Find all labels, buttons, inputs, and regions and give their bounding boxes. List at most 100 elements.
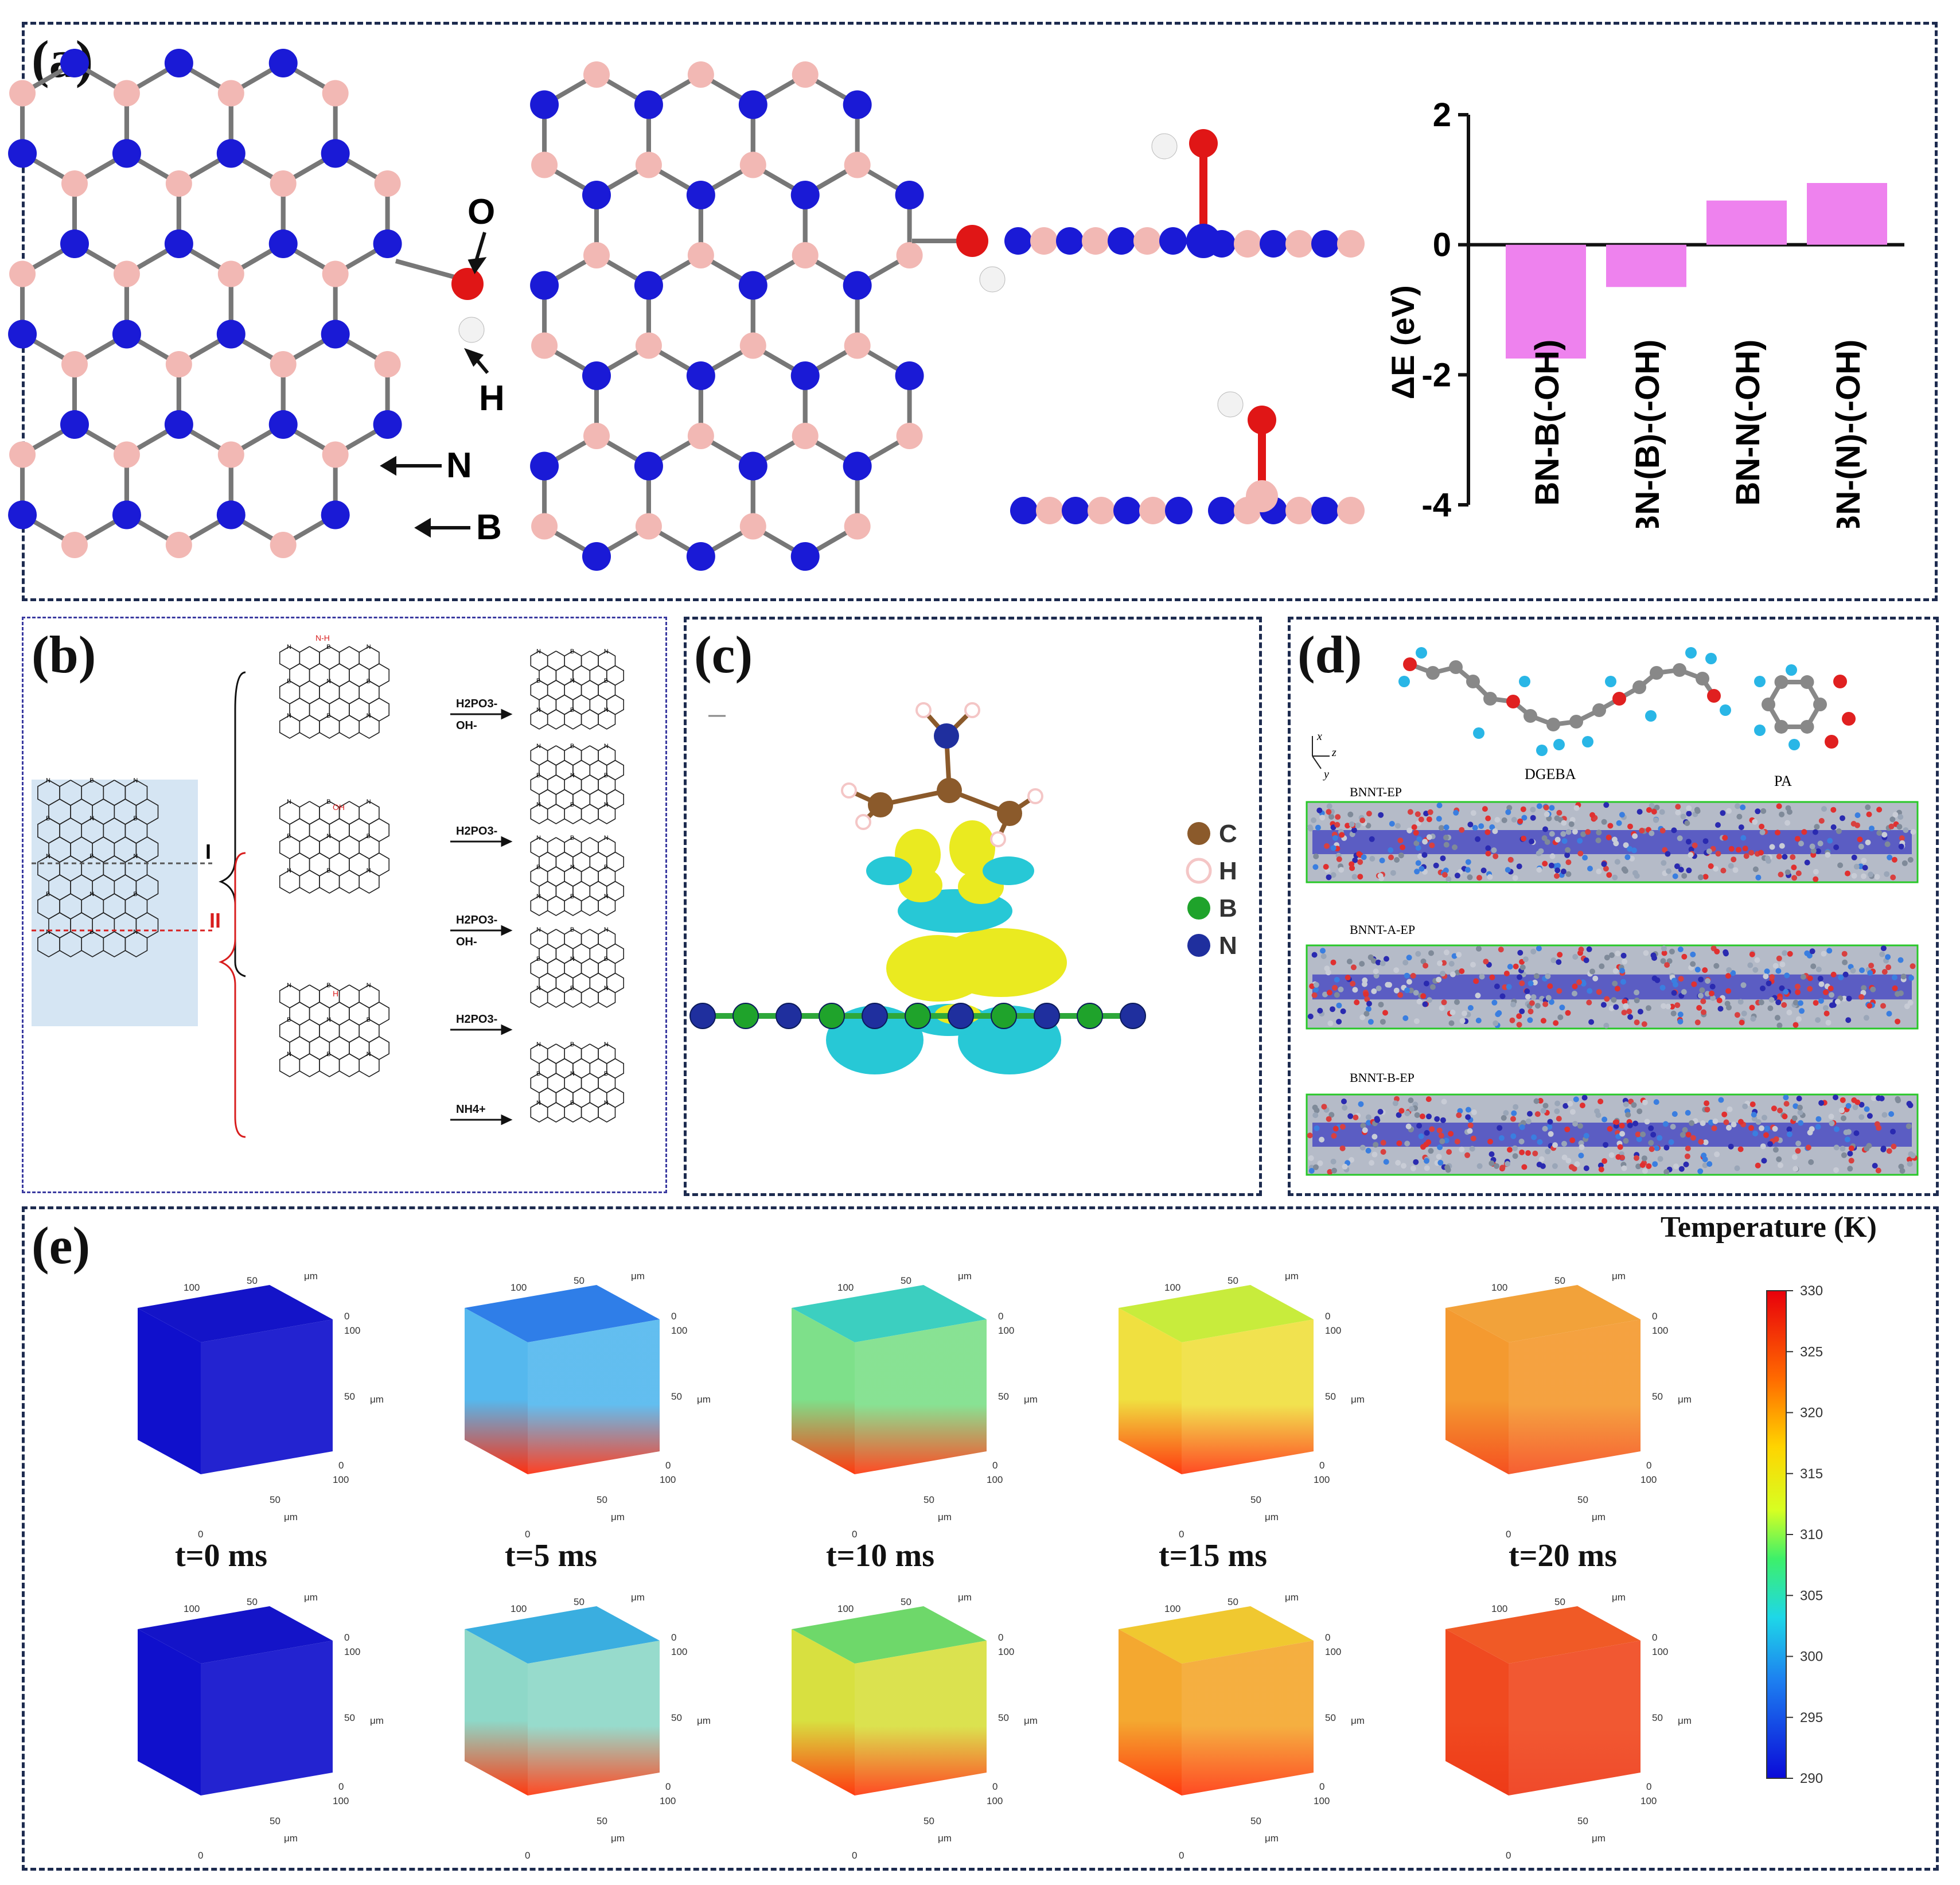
epoxy-atom — [1691, 981, 1697, 987]
axis-unit-label: μm — [938, 1512, 952, 1522]
epoxy-atom — [1818, 1100, 1825, 1106]
delta-e-bar-chart: 20-2-4ΔE (eV)BN-B(-OH)BN-(B)-(-OH)BN-N(-… — [1385, 96, 1904, 528]
hydrogen-atom — [1473, 727, 1484, 739]
epoxy-atom — [1641, 1021, 1647, 1027]
epoxy-atom — [1323, 864, 1329, 870]
epoxy-atom — [1910, 829, 1916, 835]
epoxy-atom — [1686, 805, 1692, 811]
epoxy-atom — [1548, 1131, 1554, 1137]
epoxy-atom — [1436, 816, 1442, 822]
atom — [1673, 663, 1686, 677]
axis-unit-label: μm — [631, 1592, 645, 1603]
epoxy-atom — [1726, 1124, 1732, 1131]
boron-atom — [1030, 227, 1058, 255]
epoxy-atom — [1758, 999, 1764, 1006]
legend-label: N — [1219, 932, 1237, 960]
epoxy-atom — [1420, 958, 1427, 964]
epoxy-atom — [1797, 1104, 1803, 1111]
atom-letter: B — [604, 864, 608, 871]
hydrogen-atom — [1553, 739, 1565, 750]
epoxy-atom — [1560, 831, 1567, 837]
epoxy-atom — [1465, 1107, 1471, 1113]
hex-ring — [359, 870, 380, 894]
epoxy-atom — [1352, 987, 1358, 993]
epoxy-atom — [1506, 984, 1512, 990]
nitrogen-atom — [843, 271, 872, 300]
epoxy-atom — [1701, 1009, 1706, 1015]
epoxy-atom — [1851, 854, 1857, 860]
epoxy-atom — [1542, 1103, 1549, 1109]
epoxy-atom — [1404, 1110, 1410, 1116]
nitrogen-atom — [948, 1003, 974, 1029]
epoxy-atom — [1414, 1112, 1420, 1118]
epoxy-atom — [1389, 821, 1395, 827]
label-H: H — [479, 379, 505, 418]
atom-letter: B — [326, 867, 330, 874]
axis-x: x — [1316, 730, 1322, 743]
hex-ring — [299, 1019, 320, 1043]
epoxy-atom — [1352, 857, 1358, 863]
epoxy-atom — [1818, 998, 1824, 1004]
epoxy-atom — [1556, 809, 1562, 816]
charge-density-isosurfaces — [826, 820, 1067, 1074]
boron-atom — [1234, 230, 1261, 258]
epoxy-atom — [1815, 848, 1821, 854]
axis-tick-label: 50 — [597, 1816, 607, 1826]
panel-d-label: (d) — [1297, 625, 1362, 684]
legend-label: H — [1219, 857, 1237, 885]
adsorbed-molecule — [841, 702, 1043, 847]
axis-tick-label: 100 — [660, 1796, 676, 1806]
epoxy-atom — [1783, 988, 1789, 995]
atom-letter: N — [326, 678, 331, 685]
epoxy-atom — [1734, 1165, 1740, 1171]
atom-letter: B — [326, 712, 330, 719]
epoxy-atom — [1561, 820, 1567, 826]
epoxy-atom — [1654, 1145, 1660, 1151]
epoxy-atom — [1641, 1155, 1647, 1162]
atom-letter: N — [536, 801, 541, 808]
carbon-atom — [868, 792, 893, 817]
epoxy-atom — [1371, 1151, 1378, 1158]
hydrogen-atom — [1217, 391, 1244, 418]
cube-left-face — [465, 1308, 528, 1474]
epoxy-atom — [1836, 828, 1842, 834]
atom-letter: B — [570, 926, 574, 933]
epoxy-atom — [1841, 1115, 1846, 1121]
epoxy-atom — [1395, 1160, 1401, 1166]
epoxy-atom — [1624, 854, 1631, 860]
cube-right-face — [201, 1319, 333, 1474]
epoxy-atom — [1422, 839, 1428, 845]
panel-c — [684, 617, 1262, 1196]
epoxy-atom — [1848, 1145, 1854, 1151]
epoxy-atom — [1766, 980, 1772, 987]
hydrogen-atom — [1027, 788, 1043, 804]
axis-tick-label: 50 — [1325, 1391, 1336, 1402]
epoxy-atom — [1786, 1010, 1793, 1015]
epoxy-atom — [1540, 1018, 1546, 1024]
axis-tick-label: 50 — [998, 1391, 1009, 1402]
boron-atom — [270, 170, 297, 197]
epoxy-atom — [1510, 1002, 1517, 1008]
epoxy-atom — [1784, 820, 1791, 826]
epoxy-atom — [1472, 825, 1478, 831]
epoxy-atom — [1418, 816, 1424, 823]
epoxy-atom — [1684, 820, 1690, 826]
epoxy-atom — [1441, 872, 1448, 878]
epoxy-atom — [1887, 854, 1893, 860]
axis-unit-label: μm — [1351, 1394, 1365, 1405]
cube-top-face — [1445, 1285, 1641, 1342]
epoxy-atom — [1556, 959, 1562, 965]
epoxy-atom — [1721, 1111, 1728, 1117]
epoxy-atom — [1332, 1125, 1339, 1132]
label-B: B — [476, 508, 502, 547]
panel-e — [22, 1206, 1939, 1871]
epoxy-atom — [1864, 1106, 1870, 1112]
epoxy-atom — [1465, 859, 1471, 865]
epoxy-atom — [1554, 836, 1561, 843]
epoxy-atom — [1409, 1106, 1415, 1112]
epoxy-atom — [1897, 957, 1904, 963]
atom-letter: N — [570, 1070, 575, 1077]
atom-letter: N — [604, 648, 609, 655]
epoxy-atom — [1666, 868, 1672, 874]
